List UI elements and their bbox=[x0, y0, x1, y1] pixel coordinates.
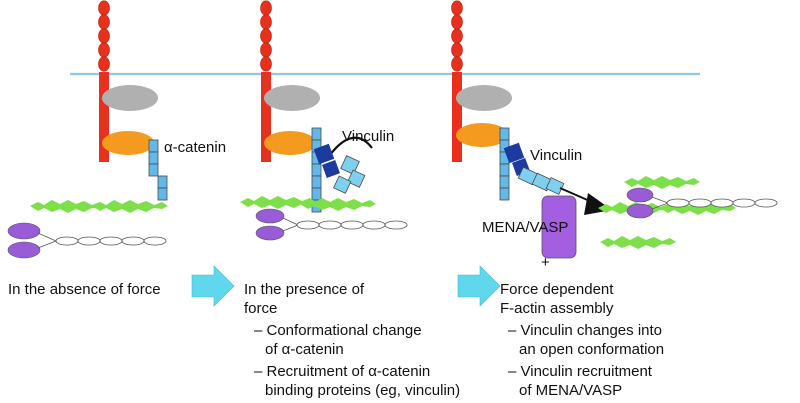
caption-line: of α-catenin bbox=[265, 341, 344, 358]
myosin-3 bbox=[626, 187, 778, 219]
beta-catenin-3 bbox=[456, 123, 508, 147]
right-arrow-icon bbox=[191, 265, 235, 307]
p120-catenin-1 bbox=[102, 85, 158, 111]
caption-line: Force dependent bbox=[500, 281, 614, 298]
alpha-catenin-1 bbox=[148, 139, 168, 201]
plus-end-label: + bbox=[541, 254, 550, 271]
vinculin-label-2: Vinculin bbox=[342, 128, 394, 145]
vinculin-label-3: Vinculin bbox=[530, 147, 582, 164]
caption-line: – Vinculin changes into bbox=[508, 322, 662, 339]
caption-line: – Conformational change bbox=[254, 322, 422, 339]
mena-vasp-protein bbox=[541, 195, 577, 259]
actin-filament-1 bbox=[30, 200, 168, 213]
beta-catenin-2 bbox=[264, 131, 316, 155]
caption-line: binding proteins (eg, vinculin) bbox=[265, 382, 460, 399]
caption-panel-3: Force dependent F-actin assembly – Vincu… bbox=[500, 281, 664, 399]
cadherin-extracellular-2 bbox=[260, 0, 272, 72]
caption-panel-1: In the absence of force bbox=[8, 281, 161, 298]
cadherin-extracellular-3 bbox=[451, 0, 463, 72]
caption-panel-2: In the presence of force – Conformationa… bbox=[244, 281, 460, 399]
alpha-catenin-2 bbox=[311, 127, 322, 213]
mena-vasp-label: MENA/VASP bbox=[482, 219, 568, 236]
cadherin-tail-1 bbox=[99, 72, 109, 162]
vinculin-2 bbox=[313, 136, 373, 194]
alpha-catenin-label: α-catenin bbox=[164, 139, 226, 156]
caption-line: force bbox=[244, 300, 277, 317]
cadherin-tail-2 bbox=[261, 72, 271, 162]
beta-catenin-1 bbox=[102, 131, 154, 155]
caption-line: – Vinculin recruitment bbox=[508, 363, 653, 380]
actin-filament-3 bbox=[598, 176, 736, 249]
panel-3-complex: Vinculin MENA/VASP + bbox=[451, 0, 778, 271]
myosin-2 bbox=[255, 208, 408, 241]
p120-catenin-3 bbox=[456, 85, 512, 111]
right-arrow-icon bbox=[457, 265, 501, 307]
panel-1-complex: α-catenin bbox=[7, 0, 226, 259]
panel-2-complex: Vinculin bbox=[240, 0, 408, 241]
caption-line: – Recruitment of α-catenin bbox=[254, 363, 430, 380]
caption-line: In the presence of bbox=[244, 281, 365, 298]
p120-catenin-2 bbox=[264, 85, 320, 111]
actin-filament-2 bbox=[240, 196, 376, 211]
caption-line: F-actin assembly bbox=[500, 300, 614, 317]
cadherin-tail-3 bbox=[452, 72, 462, 162]
caption-line: of MENA/VASP bbox=[519, 382, 622, 399]
caption-line: an open conformation bbox=[519, 341, 664, 358]
caption-line: In the absence of force bbox=[8, 281, 161, 298]
alpha-catenin-3 bbox=[499, 127, 510, 201]
myosin-1 bbox=[7, 222, 167, 259]
cadherin-extracellular-1 bbox=[98, 0, 110, 72]
